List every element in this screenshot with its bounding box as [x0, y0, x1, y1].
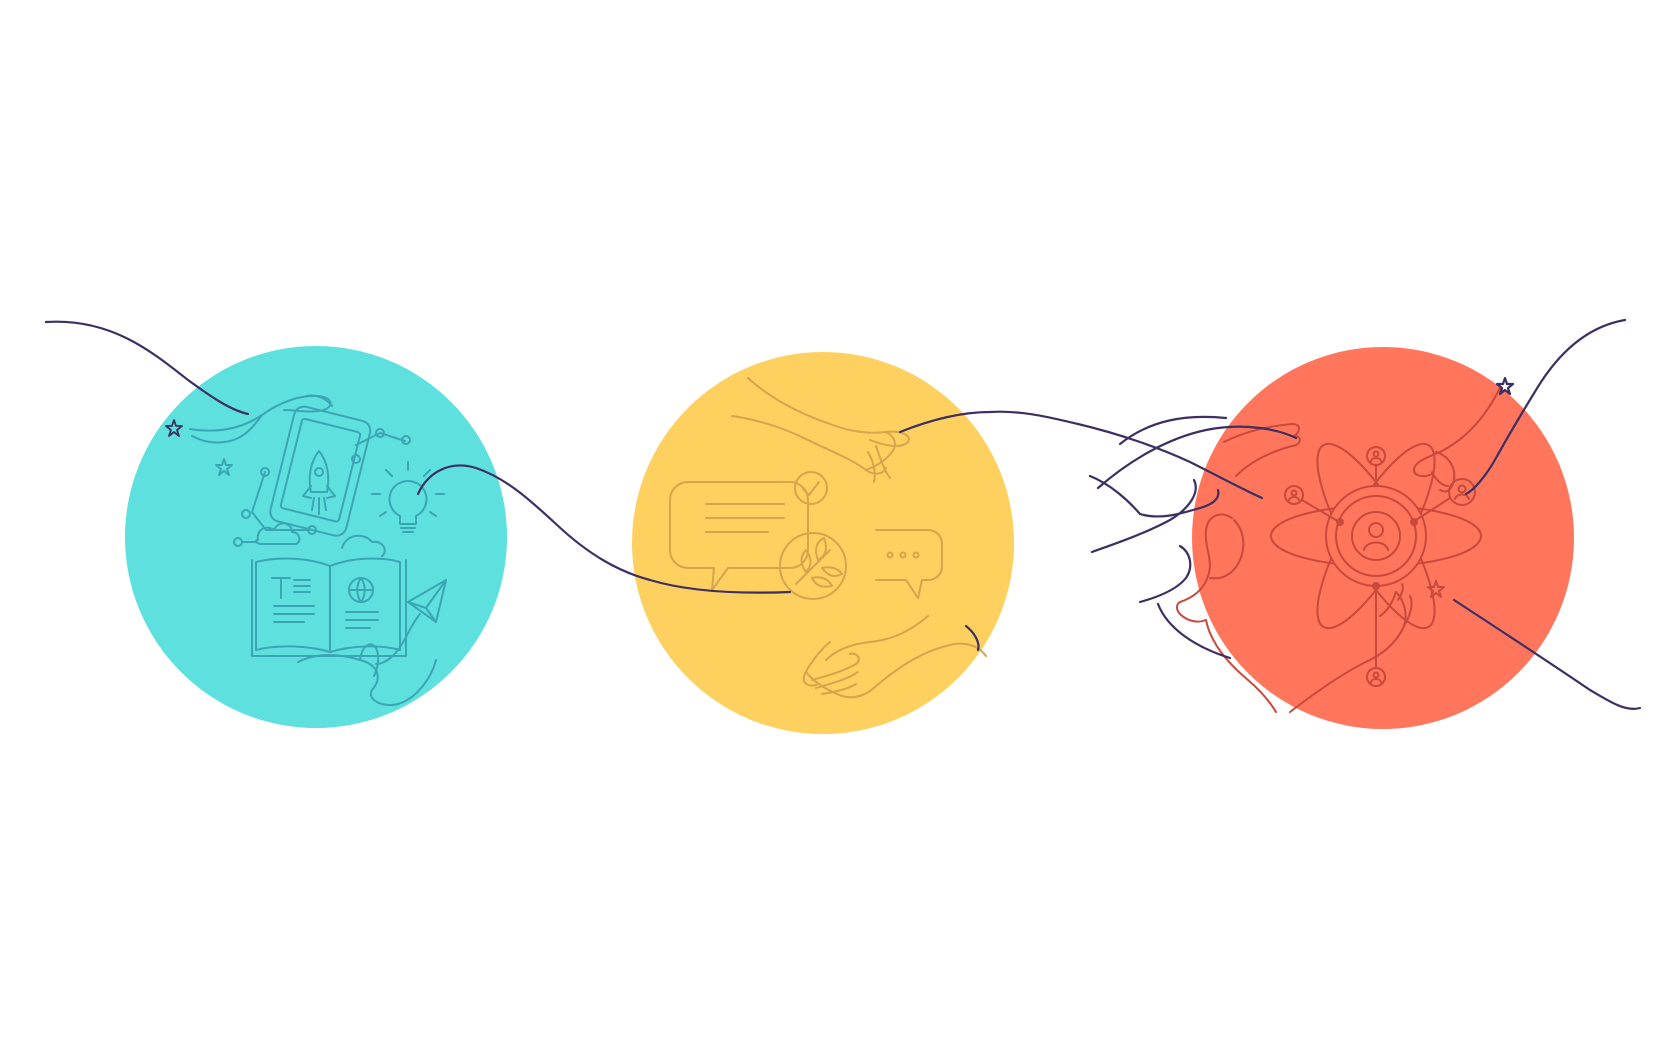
lightbulb-icon [371, 461, 445, 533]
user-network-icon [1325, 485, 1427, 587]
rocket-icon [302, 450, 336, 515]
person-icon [1366, 585, 1386, 687]
paper-plane-icon [375, 579, 447, 665]
person-icon [1366, 446, 1386, 487]
person-icon [1176, 513, 1233, 623]
ellipsis-bubble-icon [875, 529, 943, 599]
dialogue-panel-art [669, 377, 987, 699]
leaf-icon [779, 532, 847, 600]
book-icon [251, 557, 407, 657]
connector-line [251, 471, 311, 531]
hand-icon [297, 654, 437, 706]
person-icon [1284, 485, 1337, 521]
star-icon [165, 419, 183, 437]
check-icon [794, 471, 828, 505]
star-icon [215, 458, 233, 476]
tablet-icon [269, 405, 372, 537]
handshake-icon [802, 615, 987, 699]
cloud-icon [254, 522, 301, 545]
learning-panel-art [165, 394, 447, 706]
yellow-circle [632, 352, 1014, 734]
hand-icon [1413, 387, 1501, 478]
star-icon [1427, 580, 1445, 598]
connecting-thread [44, 318, 1642, 710]
hand-icon [1223, 423, 1301, 447]
person-icon [1415, 478, 1476, 521]
teal-circle [125, 346, 507, 728]
community-panel-art [1176, 387, 1501, 713]
